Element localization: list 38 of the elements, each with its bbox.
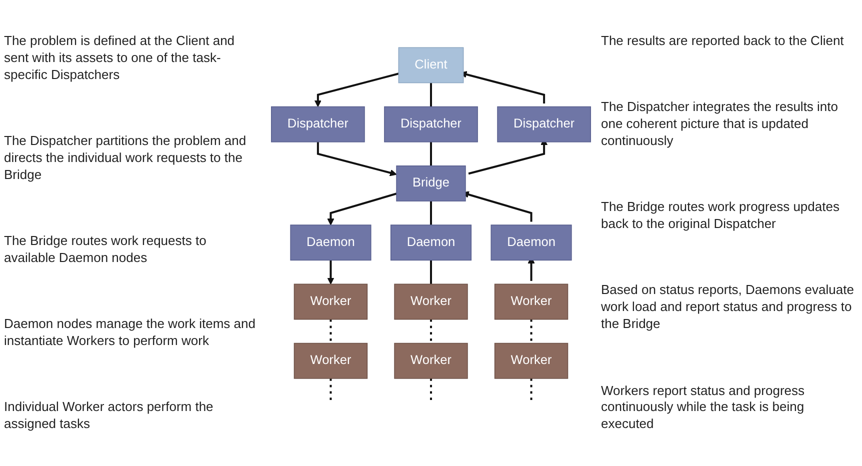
annotation-text: The Bridge routes work requests to available Daemon nodes: [4, 232, 208, 267]
node-box: Dispatcher: [271, 106, 365, 142]
connector: [430, 201, 432, 225]
node-box: Worker: [394, 342, 468, 379]
arrow: [327, 260, 334, 284]
connector: [430, 378, 432, 402]
connector: [330, 319, 332, 344]
connector: [530, 319, 532, 344]
connector: [330, 378, 332, 402]
node-box: Worker: [294, 342, 368, 379]
annotation-text: The results are reported back to the Client: [601, 32, 845, 50]
node-box: Client: [398, 47, 464, 84]
annotation-text: The problem is defined at the Client and sent with its assets to one of the task-specific Dispatchers: [4, 32, 236, 84]
node-box: Daemon: [490, 224, 572, 261]
connector: [530, 378, 532, 402]
node-box: Daemon: [290, 224, 372, 261]
arrow: [314, 72, 399, 108]
node-box: Worker: [294, 284, 368, 320]
annotation-text: Daemon nodes manage the work items and instantiate Workers to perform work: [4, 316, 256, 350]
connector: [430, 82, 432, 107]
connector: [430, 319, 432, 344]
node-box: Worker: [494, 284, 568, 320]
connector: [430, 142, 432, 166]
node-box: Dispatcher: [384, 106, 478, 142]
node-box: Dispatcher: [497, 106, 591, 142]
annotation-text: Workers report status and progress continuously while the task is being executed: [601, 382, 806, 434]
node-box: Worker: [494, 342, 568, 379]
arrow: [327, 192, 397, 226]
annotation-text: The Dispatcher partitions the problem and directs the individual work requests to the Bridge: [4, 132, 248, 184]
annotation-text: The Dispatcher integrates the results into one coherent picture that is updated continuously: [601, 99, 840, 150]
connector: [430, 260, 432, 284]
node-box: Worker: [394, 284, 468, 320]
annotation-text: Based on status reports, Daemons evaluate work load and report status and progress to the Bridge: [601, 282, 855, 334]
node-box: Bridge: [396, 165, 466, 202]
annotation-text: Individual Worker actors perform the assigned tasks: [4, 399, 214, 434]
node-box: Daemon: [390, 224, 472, 261]
annotation-text: The Bridge routes work progress updates back to the original Dispatcher: [601, 199, 840, 233]
arrow: [316, 142, 397, 176]
